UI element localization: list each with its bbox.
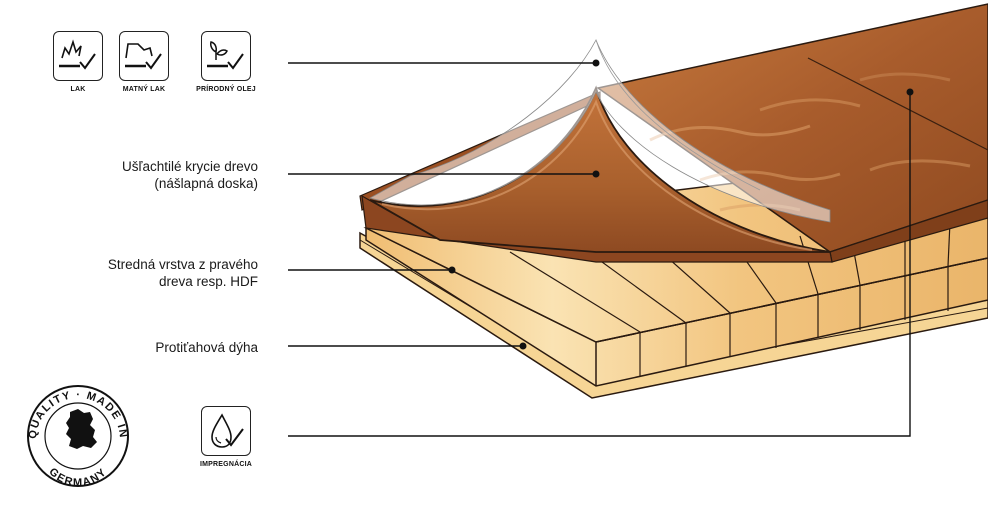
middle-layer-label: Stredná vrstva z pravého dreva resp. HDF bbox=[38, 256, 258, 290]
top-layer-label: Ušľachtilé krycie drevo (nášlapná doska) bbox=[38, 158, 258, 192]
lacquer-icon bbox=[53, 31, 103, 81]
middle-layer-label-line2: dreva resp. HDF bbox=[158, 274, 258, 289]
water-drop-icon bbox=[201, 406, 251, 456]
top-layer-label-line1: Ušľachtilé krycie drevo bbox=[122, 159, 258, 174]
bottom-layer-label: Protiťahová dýha bbox=[38, 339, 258, 356]
germany-map-icon bbox=[66, 409, 97, 449]
lacquer-caption: LAK bbox=[70, 86, 86, 93]
natural-oil-caption: PRÍRODNÝ OLEJ bbox=[196, 86, 256, 93]
matt-lacquer-icon bbox=[119, 31, 169, 81]
matt-lacquer-caption: MATNÝ LAK bbox=[122, 86, 166, 93]
quality-seal: QUALITY · MADE IN GERMANY bbox=[27, 385, 129, 489]
impregnation-caption: IMPREGNÁCIA bbox=[200, 461, 252, 468]
leader-lines bbox=[288, 59, 914, 437]
bottom-layer-label-line1: Protiťahová dýha bbox=[155, 340, 258, 355]
natural-oil-icon bbox=[201, 31, 251, 81]
middle-layer-label-line1: Stredná vrstva z pravého bbox=[107, 257, 258, 272]
top-layer-label-line2: (nášlapná doska) bbox=[154, 176, 258, 191]
finish-film bbox=[368, 39, 831, 223]
